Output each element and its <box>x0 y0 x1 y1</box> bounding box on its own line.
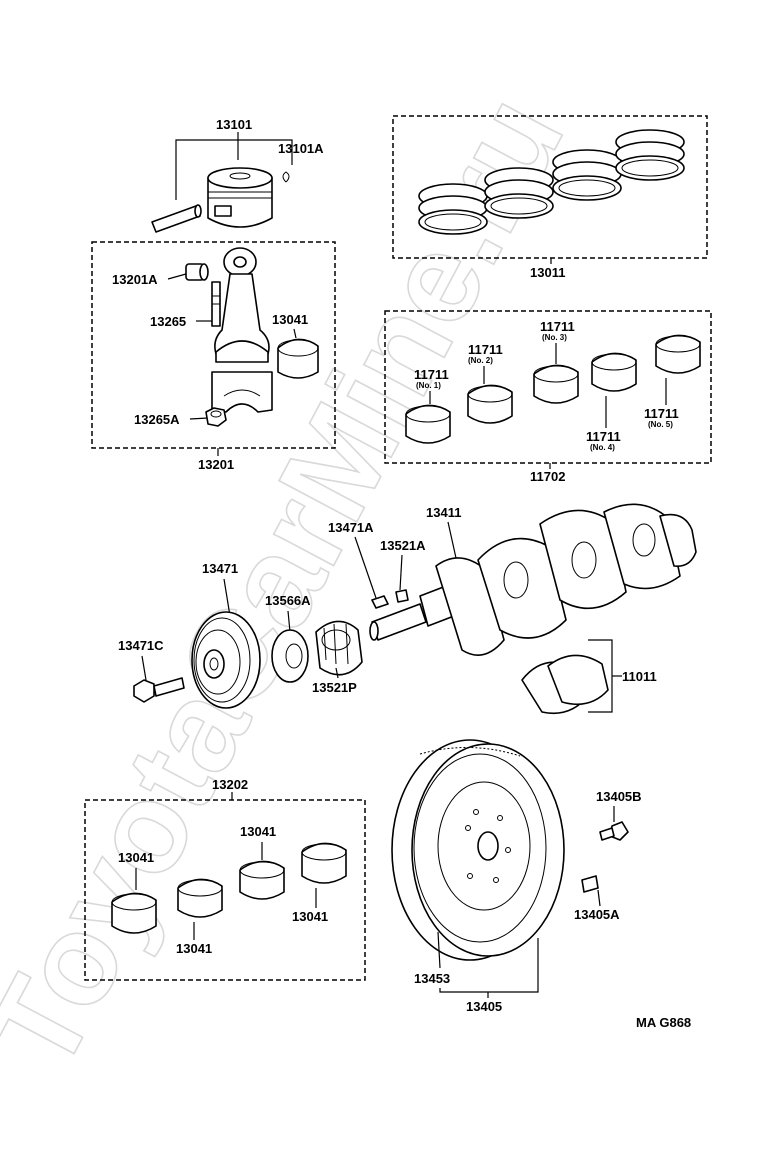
ring-set-box <box>392 115 708 259</box>
main-bearing-1-no: (No. 1) <box>416 381 441 390</box>
label-rod-bearing-set: 13202 <box>212 777 248 792</box>
label-rod-bearing-top: 13041 <box>272 312 308 327</box>
rod-assy-box <box>91 241 336 449</box>
bushing-icon <box>185 263 209 281</box>
label-bearing-a: 13041 <box>118 850 154 865</box>
main-bearing-1-part: 11711 <box>414 367 449 382</box>
piston-icon <box>207 167 273 228</box>
label-rod-assy: 13201 <box>198 457 234 472</box>
main-bearing-4-icon <box>591 352 637 392</box>
rod-nut-icon <box>205 407 227 427</box>
label-piston-pin-clip: 13101A <box>278 141 324 156</box>
label-pulley: 13471 <box>202 561 238 576</box>
pulley-bolt-icon <box>133 677 185 703</box>
main-bearing-2-part: 11711 <box>468 342 503 357</box>
main-bearing-2-icon <box>467 384 513 424</box>
key-b-icon <box>395 589 409 603</box>
flywheel-bolt-icon <box>599 821 629 841</box>
ring-set-1-icon <box>418 183 488 235</box>
label-rod-bolt: 13265 <box>150 314 186 329</box>
main-bearing-4-part: 11711 <box>586 429 621 444</box>
label-main-bearing-set: 11702 <box>530 469 565 484</box>
label-flywheel: 13405 <box>466 999 502 1014</box>
piston-clip-icon <box>282 171 290 183</box>
key-a-icon <box>371 595 389 609</box>
rod-bearing-icon <box>277 338 319 379</box>
main-bearing-5-no: (No. 5) <box>648 420 673 429</box>
main-bearing-box <box>384 310 712 464</box>
crankshaft-icon <box>369 503 697 656</box>
diagram-code: MA G868 <box>636 1015 691 1030</box>
main-bearing-3-part: 11711 <box>540 319 575 334</box>
label-key-a: 13471A <box>328 520 374 535</box>
flywheel-icon <box>391 739 565 961</box>
flywheel-group: 13405B 13405A 13453 13405 <box>391 739 642 1014</box>
connecting-rod-group: 13201 13201A 13265 13041 13265A <box>91 241 336 472</box>
label-oil-seal: 13566A <box>265 593 311 608</box>
bearing-a-icon <box>111 892 157 934</box>
rod-bearing-set-box <box>84 799 366 981</box>
label-ring-set: 13011 <box>530 265 565 280</box>
label-flywheel-pin: 13405A <box>574 907 620 922</box>
label-bearing-d: 13041 <box>292 909 328 924</box>
main-bearing-1-icon <box>405 404 451 444</box>
label-timing-gear: 13521P <box>312 680 357 695</box>
rod-bearing-set-group: 13202 13041 13041 13041 13041 <box>84 777 366 981</box>
ring-set-2-icon <box>484 167 554 219</box>
pulley-icon <box>191 611 261 709</box>
thrust-washer-icon <box>521 654 609 715</box>
piston-ring-group: 13011 <box>392 115 708 280</box>
main-bearing-3-no: (No. 3) <box>542 333 567 342</box>
ring-set-4-icon <box>615 129 685 181</box>
piston-group: 13101 13101A <box>151 117 324 233</box>
flywheel-pin-icon <box>581 875 599 893</box>
crankshaft-group: 13411 13471A 13521A 13471 <box>118 503 697 715</box>
label-rod-nut: 13265A <box>134 412 180 427</box>
label-bearing-c: 13041 <box>240 824 276 839</box>
label-flywheel-bolt: 13405B <box>596 789 642 804</box>
rod-bolt-icon <box>211 281 221 327</box>
label-piston: 13101 <box>216 117 252 132</box>
main-bearing-4-no: (No. 4) <box>590 443 615 452</box>
bearing-d-icon <box>301 842 347 884</box>
oil-seal-icon <box>271 629 309 683</box>
label-bearing-b: 13041 <box>176 941 212 956</box>
label-rod-bushing: 13201A <box>112 272 158 287</box>
bearing-b-icon <box>177 878 223 918</box>
label-crankshaft: 13411 <box>426 505 461 520</box>
main-bearing-5-part: 11711 <box>644 406 679 421</box>
main-bearing-3-icon <box>533 364 579 404</box>
label-ring-gear: 13453 <box>414 971 450 986</box>
ring-set-3-icon <box>552 149 622 201</box>
label-pulley-bolt: 13471C <box>118 638 164 653</box>
bearing-c-icon <box>239 860 285 900</box>
timing-gear-icon <box>315 620 363 676</box>
main-bearing-5-icon <box>655 334 701 374</box>
main-bearing-2-no: (No. 2) <box>468 356 493 365</box>
piston-pin-icon <box>151 204 202 233</box>
label-key-b: 13521A <box>380 538 426 553</box>
main-bearing-group: 11702 11711 (No. 1) 11711 (No. 2) 11711 … <box>384 310 712 484</box>
con-rod-icon <box>211 247 273 413</box>
label-thrust-washer: 11011 <box>622 669 657 684</box>
